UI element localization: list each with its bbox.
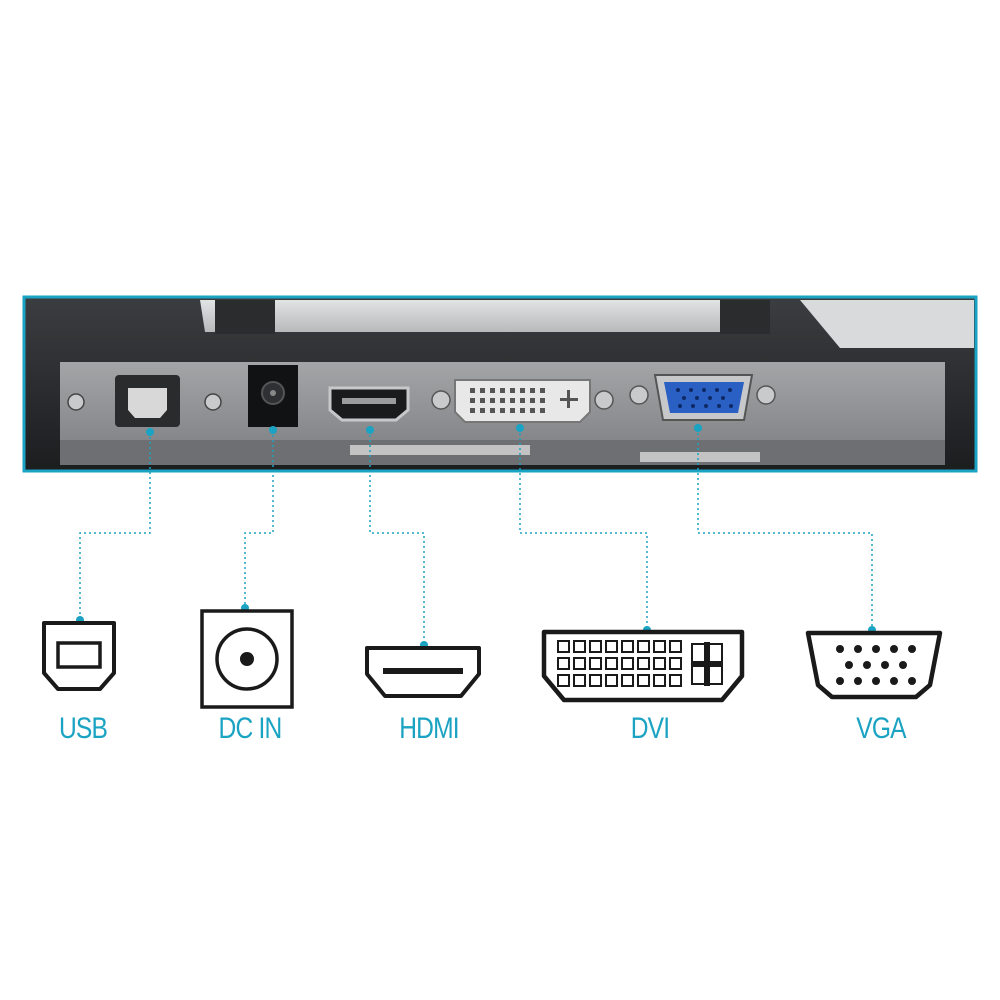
- vga-icon: [805, 630, 943, 700]
- leader-lines: [79, 428, 873, 645]
- dvi-icon: [541, 629, 745, 703]
- usb-b-icon: [42, 621, 116, 691]
- dc-barrel-icon: [200, 609, 294, 709]
- hdmi-label: HDMI: [399, 712, 459, 745]
- hdmi-icon: [365, 646, 481, 698]
- vga-port-photo: [664, 382, 744, 413]
- usb-label: USB: [58, 712, 108, 745]
- vga-label: VGA: [856, 712, 906, 745]
- dvi-label: DVI: [630, 712, 670, 745]
- dc-in-label: DC IN: [218, 712, 283, 745]
- stand-hinge: [200, 300, 770, 332]
